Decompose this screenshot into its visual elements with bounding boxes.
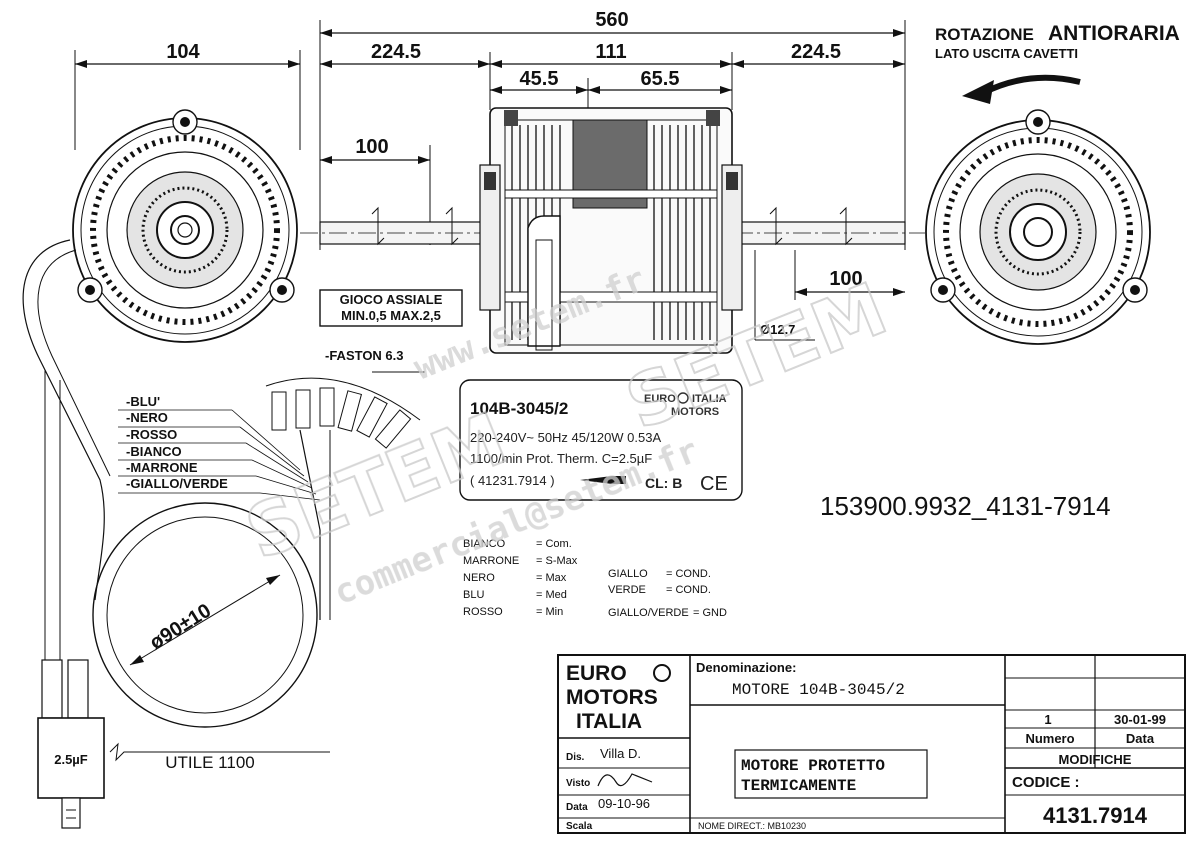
rotation-prefix: ROTAZIONE: [935, 25, 1034, 44]
dim-shaft-end-left: 100: [355, 136, 388, 158]
revision-date: 30-01-99: [1114, 712, 1166, 727]
legend-color: MARRONE: [463, 555, 519, 567]
rotation-arrow-icon: [983, 74, 1081, 95]
denominazione-label: Denominazione:: [696, 660, 796, 675]
legend-color: VERDE: [608, 584, 646, 596]
disegno-label: Dis.: [566, 752, 585, 763]
motor-end-view-left: [72, 109, 298, 343]
wire-label-marrone: -MARRONE: [126, 460, 198, 475]
legend-value: = GND: [693, 607, 727, 619]
numero-label: Numero: [1025, 731, 1074, 746]
legend-value: = COND.: [666, 584, 711, 596]
rotation-main: ANTIORARIA: [1048, 22, 1180, 45]
nameplate-brand-2: MOTORS: [671, 406, 719, 418]
capacitor-label: 2.5µF: [54, 752, 88, 767]
rotation-note: ROTAZIONE ANTIORARIA LATO USCITA CAVETTI: [935, 22, 1180, 104]
modifiche-label: MODIFICHE: [1059, 752, 1132, 767]
motor-end-view-right: [925, 109, 1151, 345]
nameplate-spec-2: 1100/min Prot. Therm. C=2.5µF: [470, 451, 652, 466]
dim-inner-left: 45.5: [520, 68, 559, 90]
fan-logo-icon: [653, 664, 671, 682]
codice-value: 4131.7914: [1043, 803, 1148, 828]
cable-length: UTILE 1100: [165, 753, 254, 772]
rotation-subtitle: LATO USCITA CAVETTI: [935, 46, 1078, 61]
codice-label: CODICE :: [1012, 774, 1080, 791]
ce-mark-icon: CE: [700, 473, 728, 495]
nameplate-brand-1b: ITALIA: [692, 393, 727, 405]
fan-icon: [677, 392, 689, 404]
legend-value: = Max: [536, 572, 567, 584]
visto-label: Visto: [566, 778, 590, 789]
disegno-value: Villa D.: [600, 746, 641, 761]
logo-line-1: EURO: [566, 662, 627, 685]
logo-line-3: ITALIA: [576, 710, 642, 733]
scala-label: Scala: [566, 821, 593, 832]
note-line-1: MOTORE PROTETTO: [741, 757, 885, 775]
dim-cable-loop: ø90±10: [146, 600, 215, 655]
dim-shaft-diameter: Ø12.7: [760, 322, 795, 337]
motor-body-side: [479, 107, 743, 354]
dim-shaft-end-right: 100: [829, 268, 862, 290]
signature-icon: [597, 773, 653, 787]
nameplate-class: CL: B: [645, 475, 682, 491]
axial-play-line2: MIN.0,5 MAX.2,5: [341, 308, 441, 323]
wire-label-blu: -BLU': [126, 394, 160, 409]
revision-number: 1: [1044, 712, 1051, 727]
nameplate: 104B-3045/2 EURO ITALIA MOTORS 220-240V~…: [459, 379, 743, 501]
legend-value: = COND.: [666, 568, 711, 580]
dim-total-length: 560: [595, 9, 628, 31]
nameplate-model: 104B-3045/2: [470, 399, 568, 418]
note-line-2: TERMICAMENTE: [741, 777, 856, 795]
top-dimensions: 560 224.5 111 224.5 45.5 65.5 104: [74, 9, 906, 341]
legend-color: NERO: [463, 572, 495, 584]
legend-color: GIALLO: [608, 568, 648, 580]
nome-direct: NOME DIRECT.: MB10230: [698, 821, 806, 831]
title-block: EURO MOTORS ITALIA Denominazione: MOTORE…: [557, 654, 1186, 834]
dim-body: 111: [595, 41, 626, 63]
nameplate-brand-1: EURO: [644, 393, 676, 405]
nameplate-spec-1: 220-240V~ 50Hz 45/120W 0.53A: [470, 430, 661, 445]
wire-label-nero: -NERO: [126, 410, 168, 425]
axial-play-line1: GIOCO ASSIALE: [340, 292, 443, 307]
dim-hub-width: 104: [166, 41, 200, 63]
legend-color: BIANCO: [463, 538, 506, 550]
data-value: 09-10-96: [598, 796, 650, 811]
dim-shaft-right: 224.5: [791, 41, 841, 63]
legend-value: = Min: [536, 606, 563, 618]
capacitor: 2.5µF: [37, 659, 105, 829]
legend-value: = S-Max: [536, 555, 578, 567]
dim-shaft-left: 224.5: [371, 41, 421, 63]
data-label: Data: [566, 802, 588, 813]
wire-legend: BIANCO = Com. MARRONE = S-Max NERO = Max…: [463, 538, 727, 619]
data-column-label: Data: [1126, 731, 1155, 746]
arrow-left-icon: [580, 476, 612, 484]
legend-color: ROSSO: [463, 606, 503, 618]
legend-color: BLU: [463, 589, 484, 601]
faston-label: -FASTON 6.3: [325, 348, 404, 363]
axial-play-note: GIOCO ASSIALE MIN.0,5 MAX.2,5: [319, 289, 463, 327]
legend-color: GIALLO/VERDE: [608, 607, 689, 619]
wire-labels: -BLU' -NERO -ROSSO -BIANCO -MARRONE -GIA…: [118, 394, 321, 501]
wire-label-bianco: -BIANCO: [126, 444, 182, 459]
denominazione-value: MOTORE 104B-3045/2: [732, 681, 905, 699]
dim-inner-right: 65.5: [641, 68, 680, 90]
wire-label-rosso: -ROSSO: [126, 427, 177, 442]
legend-value: = Com.: [536, 538, 572, 550]
nameplate-code: ( 41231.7914 ): [470, 473, 555, 488]
legend-value: = Med: [536, 589, 567, 601]
part-number: 153900.9932_4131-7914: [820, 491, 1111, 521]
wire-label-giallo-verde: -GIALLO/VERDE: [126, 476, 228, 491]
logo-line-2: MOTORS: [566, 686, 658, 709]
